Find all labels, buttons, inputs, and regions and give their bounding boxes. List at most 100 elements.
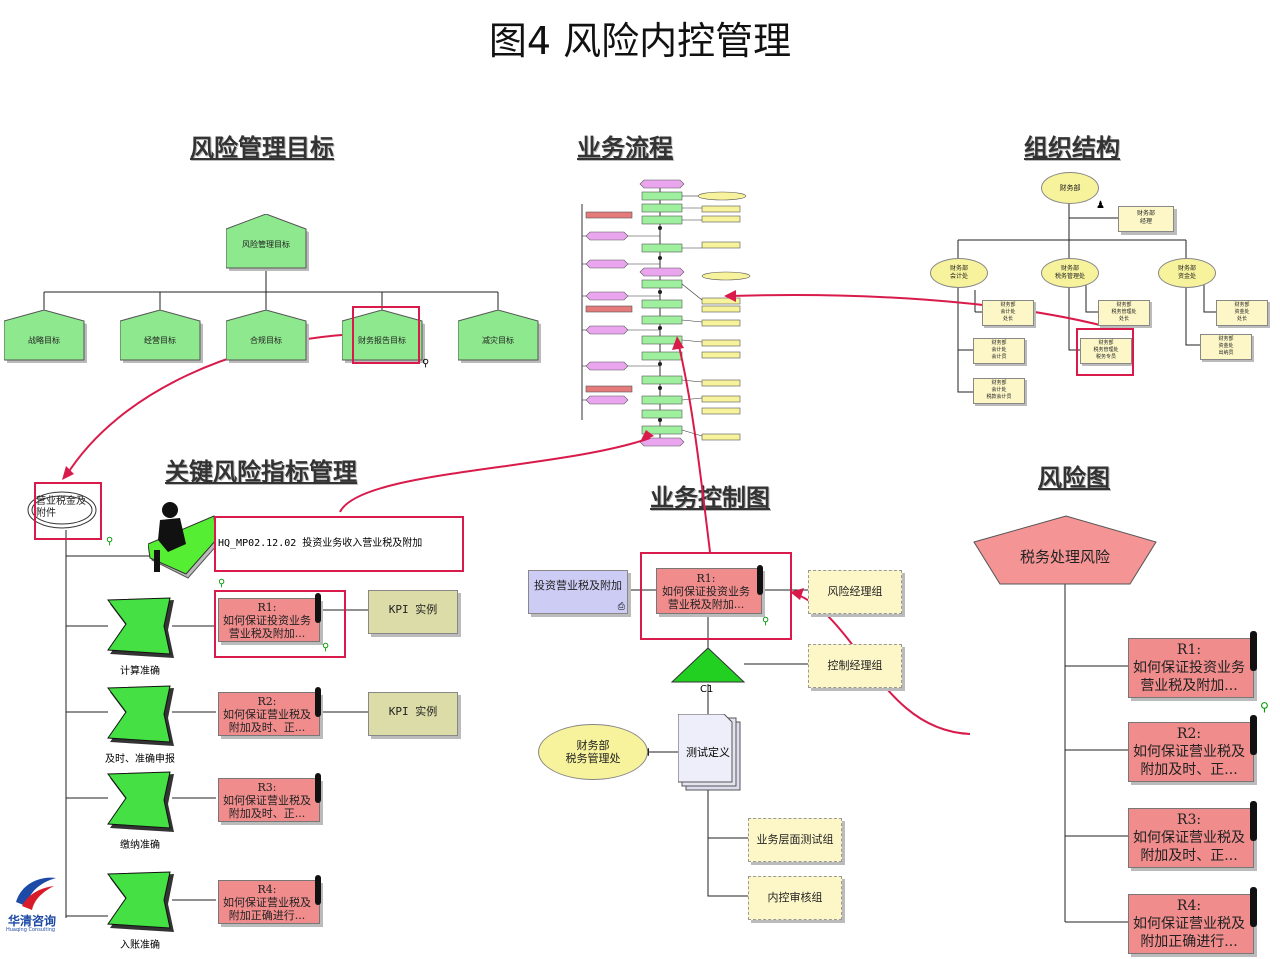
section-title-kri: 关键风险指标管理 bbox=[165, 458, 357, 486]
section-title-control: 业务控制图 bbox=[650, 484, 770, 512]
hierarchy-icon: ⚲ bbox=[762, 616, 770, 627]
kri-indicator-label: 入账准确 bbox=[120, 940, 160, 951]
org-role-6[interactable]: 财务部 资金处 处长 bbox=[1216, 300, 1268, 326]
org-role-label: 财务部 会计处 处长 bbox=[1000, 302, 1016, 322]
control-triangle[interactable] bbox=[670, 646, 748, 686]
risk-marker bbox=[1250, 887, 1257, 927]
goal-node-2[interactable]: 经营目标 bbox=[120, 310, 203, 363]
risk-marker bbox=[1250, 715, 1257, 755]
relationship-arrows bbox=[65, 294, 1105, 735]
goal-node-3[interactable]: 合规目标 bbox=[226, 310, 309, 363]
risk-marker bbox=[315, 687, 321, 717]
goal-node-1[interactable]: 战略目标 bbox=[4, 310, 87, 363]
process-flowchart bbox=[581, 179, 751, 447]
kri-risk-label: R2: 如何保证营业税及附加及时、正... bbox=[223, 695, 311, 734]
org-assistant-label: 财务部 经理 bbox=[1136, 210, 1155, 225]
highlight-control-r1 bbox=[640, 552, 792, 640]
goal-node-label: 减灾目标 bbox=[482, 336, 514, 345]
control-owner-label: 风险经理组 bbox=[827, 585, 883, 598]
process-owner-icon bbox=[148, 502, 219, 579]
highlight-kri-root bbox=[34, 482, 102, 540]
org-role-2[interactable]: 财务部 会计处 会计员 bbox=[973, 338, 1025, 364]
org-root[interactable]: 财务部 bbox=[1041, 172, 1099, 204]
goal-node-label: 财务报告目标 bbox=[358, 336, 406, 345]
org-role-label: 财务部 会计处 税款会计员 bbox=[986, 380, 1012, 400]
person-icon: ♟ bbox=[1096, 200, 1105, 211]
riskmap-root-label: 税务处理风险 bbox=[1019, 548, 1110, 566]
kri-risk-label: R4: 如何保证营业税及附加正确进行... bbox=[223, 883, 311, 922]
kri-root[interactable]: 营业税金及附件 bbox=[26, 488, 98, 532]
org-role-5[interactable]: 财务部 税务管理处 税务专员 bbox=[1080, 338, 1132, 364]
riskmap-risk-r1[interactable]: R1: 如何保证投资业务营业税及附加... bbox=[1128, 631, 1257, 698]
section-title-goals: 风险管理目标 bbox=[190, 134, 334, 162]
riskmap-risk-label: R2: 如何保证营业税及附加及时、正... bbox=[1133, 726, 1245, 778]
test-definition-label: 测试定义 bbox=[686, 746, 730, 759]
org-role-7[interactable]: 财务部 资金处 出纳员 bbox=[1200, 334, 1252, 360]
kri-indicator-label: 及时、准确申报 bbox=[105, 754, 175, 765]
hierarchy-icon: ⚲ bbox=[218, 578, 226, 589]
kri-risk-label: R1: 如何保证投资业务营业税及附加... bbox=[223, 601, 311, 640]
hierarchy-icon: ⚲ bbox=[106, 536, 114, 547]
org-role-1[interactable]: 财务部 会计处 处长 bbox=[982, 300, 1034, 326]
org-unit-1[interactable]: 财务部 会计处 bbox=[930, 258, 988, 288]
section-title-org: 组织结构 bbox=[1024, 134, 1120, 162]
hierarchy-icon: ⚲ bbox=[422, 358, 430, 369]
kri-risk-r4[interactable]: R4: 如何保证营业税及附加正确进行... bbox=[218, 875, 321, 924]
control-department-label: 财务部 税务管理处 bbox=[565, 739, 621, 765]
kpi-instance-1-label: KPI 实例 bbox=[388, 603, 438, 616]
goal-node-4[interactable]: 财务报告目标 bbox=[342, 310, 425, 363]
org-unit-2[interactable]: 财务部 税务管理处 bbox=[1041, 258, 1099, 288]
goal-node-label: 战略目标 bbox=[28, 336, 60, 345]
tester-business[interactable]: 业务层面测试组 bbox=[748, 818, 842, 862]
control-owner[interactable]: 风险经理组 bbox=[808, 570, 902, 614]
kri-indicator-label: 计算准确 bbox=[120, 666, 160, 677]
risk-marker bbox=[757, 565, 763, 595]
tester-internal-label: 内控审核组 bbox=[767, 891, 823, 904]
printer-icon: ⎙ bbox=[617, 602, 625, 612]
kri-risk-r1[interactable]: R1: 如何保证投资业务营业税及附加... bbox=[218, 593, 321, 642]
control-department[interactable]: 财务部 税务管理处 bbox=[538, 724, 648, 780]
tester-internal[interactable]: 内控审核组 bbox=[748, 876, 842, 920]
control-controller[interactable]: 控制经理组 bbox=[808, 644, 902, 688]
kri-indicator-4[interactable] bbox=[104, 870, 174, 932]
risk-marker bbox=[315, 875, 321, 905]
riskmap-risk-r4[interactable]: R4: 如何保证营业税及附加正确进行... bbox=[1128, 887, 1257, 954]
logo-sub: Huaqing Consulting bbox=[6, 927, 56, 933]
riskmap-risk-r2[interactable]: R2: 如何保证营业税及附加及时、正... bbox=[1128, 715, 1257, 782]
kri-root-shape bbox=[27, 491, 97, 529]
highlight-tax-specialist bbox=[1076, 328, 1134, 376]
kri-indicator-1[interactable] bbox=[104, 596, 174, 658]
kri-process-box[interactable]: HQ_MP02.12.02 投资业务收入营业税及附加 bbox=[214, 516, 464, 572]
control-risk-r1-label: R1: 如何保证投资业务营业税及附加... bbox=[662, 572, 750, 611]
section-title-process: 业务流程 bbox=[577, 134, 673, 162]
goal-root[interactable]: 风险管理目标 bbox=[226, 214, 309, 271]
riskmap-risk-r3[interactable]: R3: 如何保证营业税及附加及时、正... bbox=[1128, 801, 1257, 868]
kri-root-label: 营业税金及附件 bbox=[36, 496, 86, 519]
control-label: C1 bbox=[700, 684, 714, 695]
org-role-label: 财务部 资金处 出纳员 bbox=[1218, 336, 1234, 356]
kri-risk-r3[interactable]: R3: 如何保证营业税及附加及时、正... bbox=[218, 773, 321, 822]
org-role-label: 财务部 税务管理处 税务专员 bbox=[1093, 340, 1119, 360]
riskmap-root-shape[interactable] bbox=[972, 514, 1160, 588]
control-risk-r1[interactable]: R1: 如何保证投资业务营业税及附加... bbox=[656, 565, 763, 614]
org-role-3[interactable]: 财务部 会计处 税款会计员 bbox=[973, 378, 1025, 404]
kpi-instance-2[interactable]: KPI 实例 bbox=[368, 692, 458, 736]
logo-name: 华清咨询 bbox=[8, 914, 57, 928]
kri-risk-r2[interactable]: R2: 如何保证营业税及附加及时、正... bbox=[218, 687, 321, 736]
goal-root-shape bbox=[226, 214, 309, 271]
org-unit-label: 财务部 税务管理处 bbox=[1054, 265, 1085, 280]
goal-node-label: 合规目标 bbox=[250, 336, 282, 345]
kri-indicator-label: 缴纳准确 bbox=[120, 840, 160, 851]
kpi-instance-1[interactable]: KPI 实例 bbox=[368, 590, 458, 634]
org-role-4[interactable]: 财务部 税务管理处 处长 bbox=[1098, 300, 1150, 326]
org-unit-3[interactable]: 财务部 资金处 bbox=[1158, 258, 1216, 288]
test-definition-shape[interactable] bbox=[678, 714, 744, 794]
kri-indicator-2[interactable] bbox=[104, 684, 174, 746]
control-input[interactable]: 投资营业税及附加 ⎙ bbox=[528, 570, 628, 614]
highlight-kri-r1 bbox=[214, 590, 346, 658]
goal-node-5[interactable]: 减灾目标 bbox=[458, 310, 541, 363]
kri-indicator-3[interactable] bbox=[104, 770, 174, 832]
org-assistant[interactable]: 财务部 经理 bbox=[1118, 206, 1174, 232]
page-title: 图4 风险内控管理 bbox=[488, 19, 792, 63]
